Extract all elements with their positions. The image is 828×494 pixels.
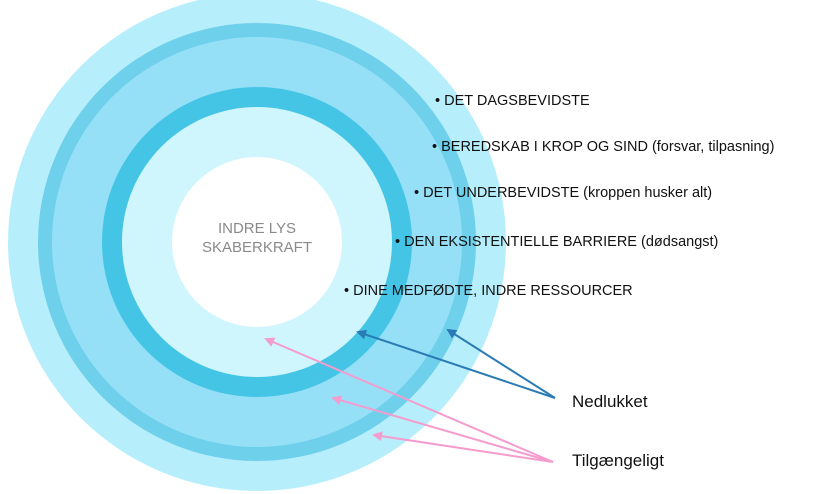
center-label-line2: SKABERKRAFT [201, 239, 313, 256]
layer-label-beredskab: • BEREDSKAB I KROP OG SIND (forsvar, til… [432, 139, 775, 155]
center-label: INDRE LYS SKABERKRAFT [167, 219, 347, 257]
arrow-closed-2 [446, 328, 556, 399]
arrow-available-2 [331, 395, 554, 463]
layer-label-underbevidste: • DET UNDERBEVIDSTE (kroppen husker alt) [414, 185, 713, 201]
core-circle [172, 157, 342, 327]
callout-nedlukket: Nedlukket [572, 392, 648, 411]
layer-label-eksistentielle-barriere: • DEN EKSISTENTIELLE BARRIERE (dødsangst… [395, 234, 719, 250]
arrow-closed-1 [356, 329, 556, 399]
layer-label-medfoedte-ressourcer: • DINE MEDFØDTE, INDRE RESSOURCER [344, 283, 633, 299]
arrow-available-3 [372, 431, 554, 463]
center-label-line1: INDRE LYS [217, 220, 297, 237]
callout-tilgaengeligt: Tilgængeligt [572, 451, 664, 470]
arrow-available-1 [264, 337, 554, 463]
layer-label-dagsbevidste: • DET DAGSBEVIDSTE [435, 93, 590, 109]
